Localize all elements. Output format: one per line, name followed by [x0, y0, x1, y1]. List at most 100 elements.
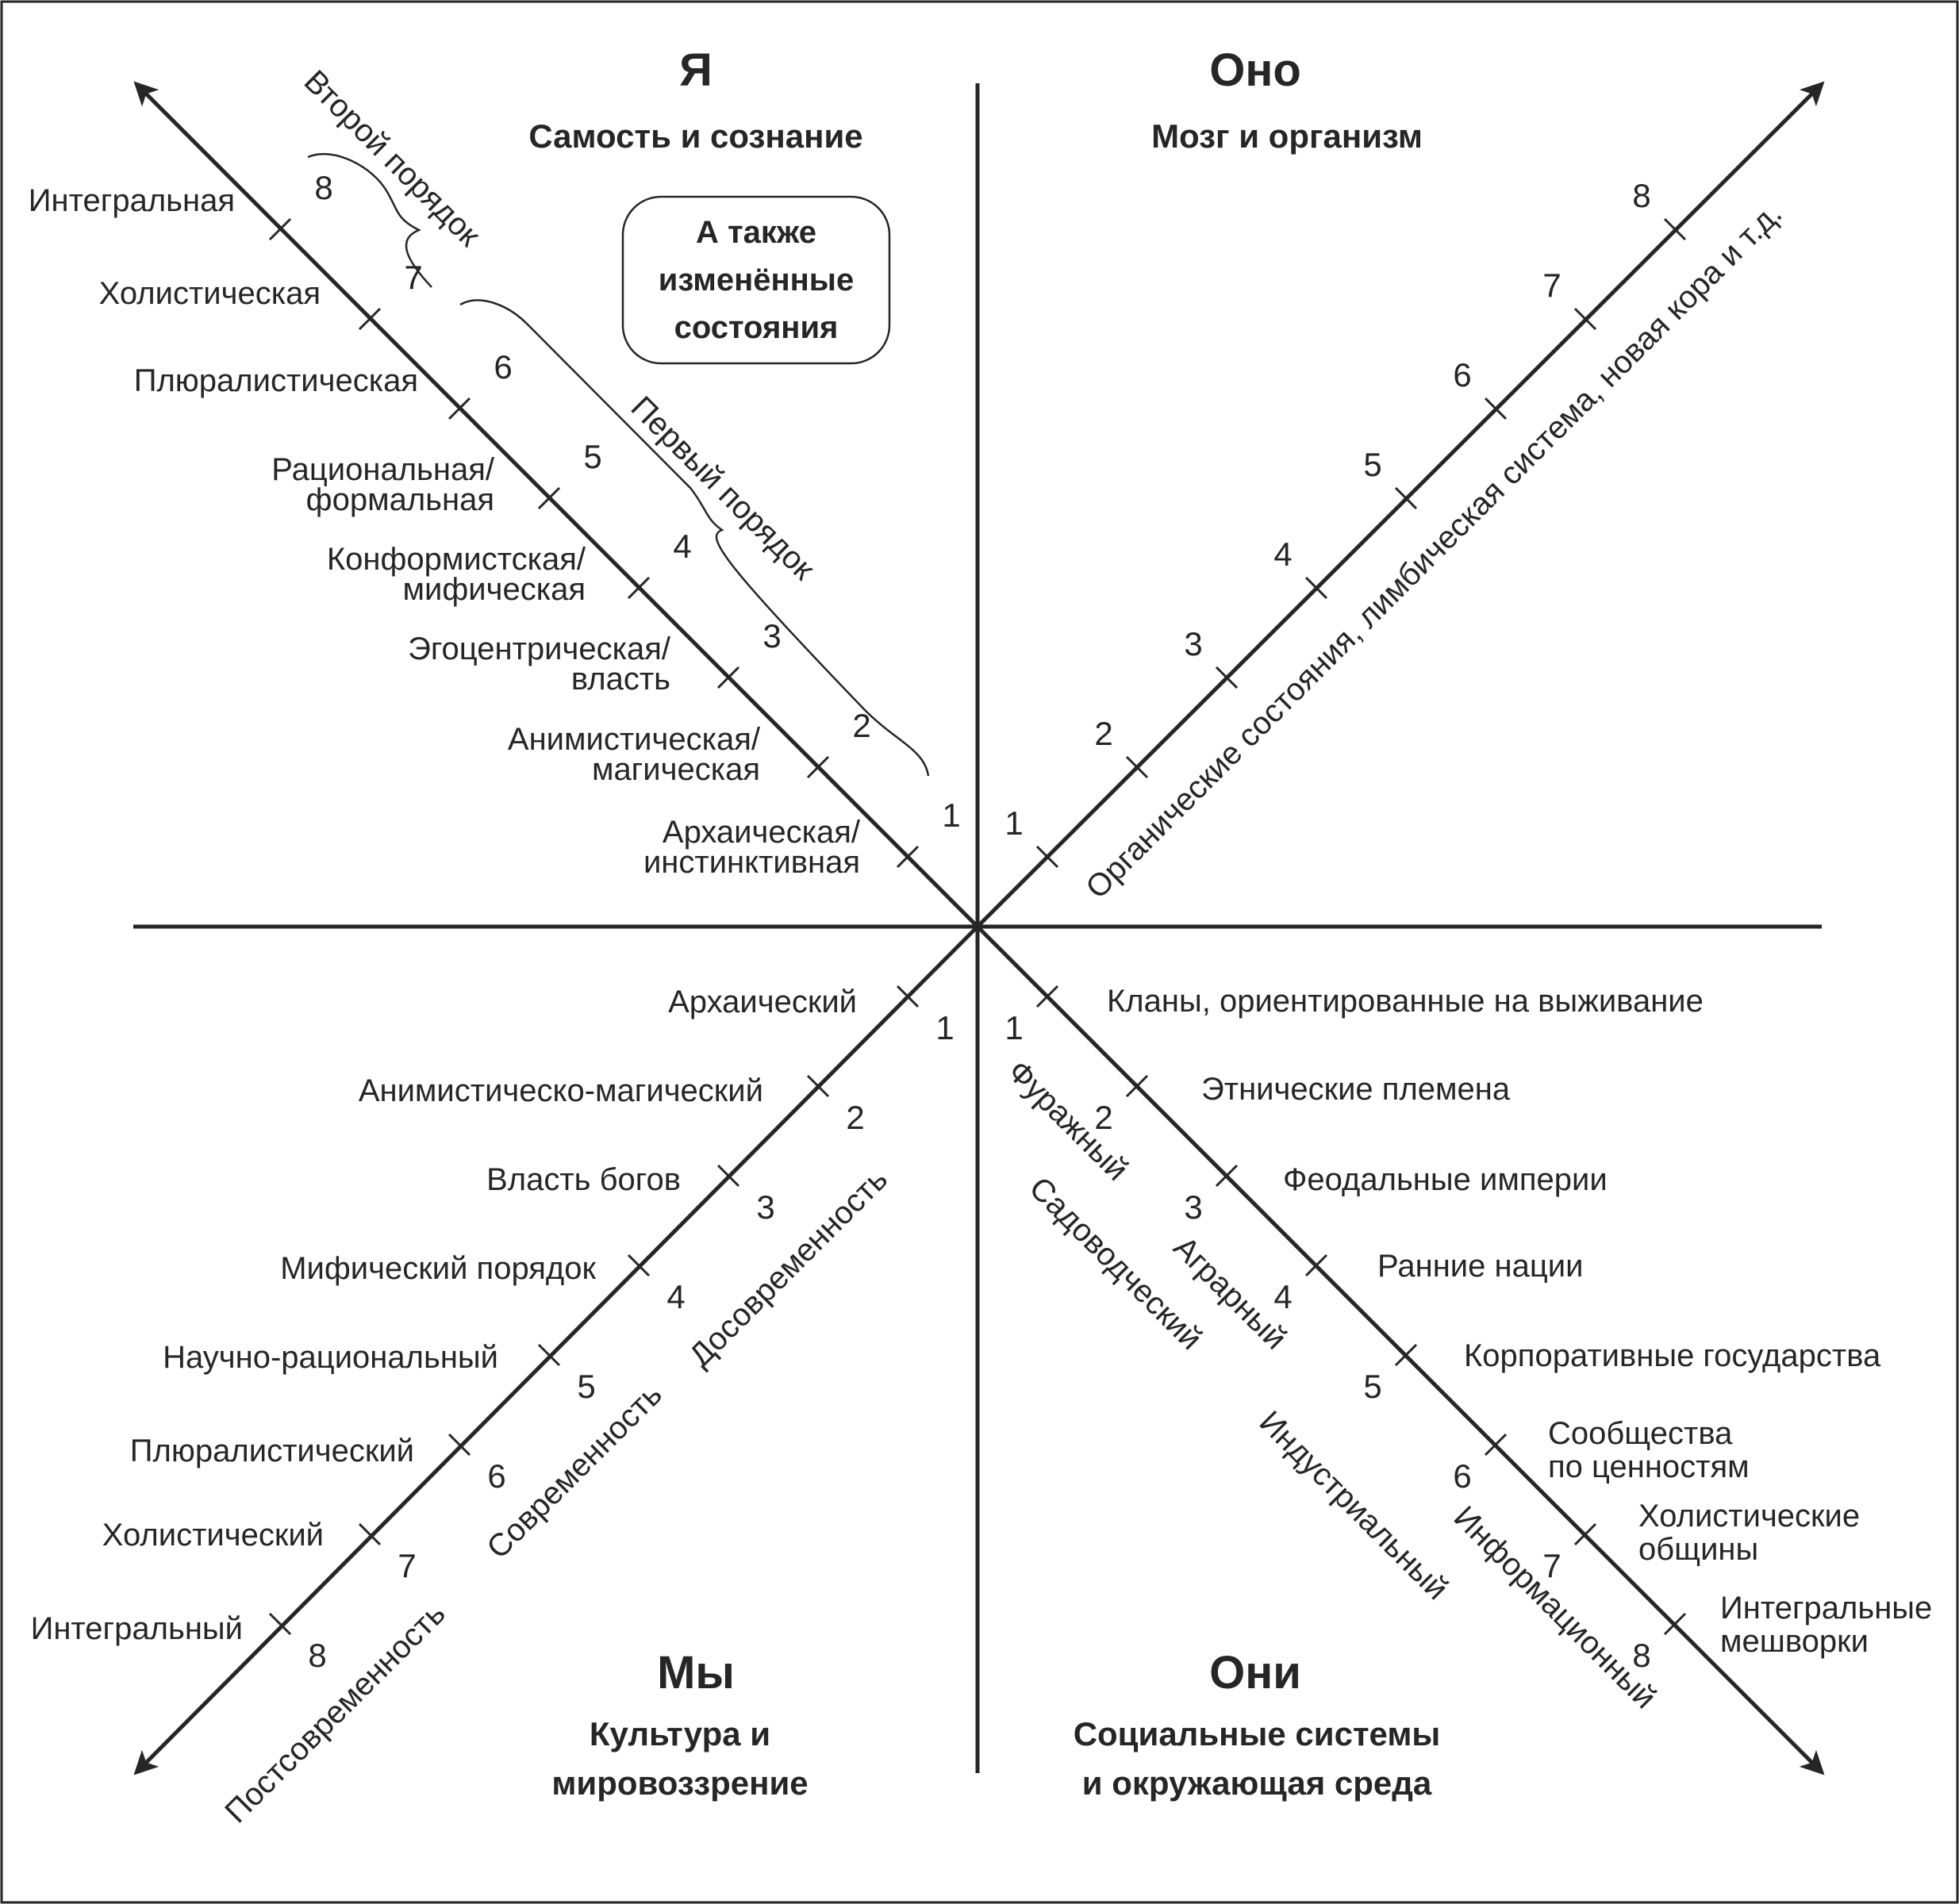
ll-level-label: Мифический порядок [280, 1251, 596, 1286]
lr-level-label: Кланы, ориентированные на выживание [1107, 984, 1704, 1019]
ll-level-number: 6 [487, 1457, 505, 1495]
lr-level-number: 1 [1004, 1009, 1023, 1046]
ul-tick [806, 755, 830, 779]
ul-level-label: формальная [306, 482, 494, 517]
ll-level-label: Анимистическо-магический [359, 1073, 763, 1108]
ll-level-label: Плюралистический [130, 1434, 414, 1468]
ul-level-label: Архаическая/ [663, 815, 861, 850]
ur-tick [1484, 397, 1508, 420]
ur-level-number: 3 [1184, 625, 1202, 662]
lr-tick [1304, 1253, 1328, 1277]
ur-level-number: 4 [1273, 536, 1292, 573]
ll-level-label: Архаический [668, 985, 857, 1019]
lr-level-number: 6 [1453, 1457, 1471, 1495]
ul-level-label: Рациональная/ [271, 452, 495, 487]
lr-tick [1573, 1522, 1597, 1546]
ul-level-number: 2 [852, 707, 870, 744]
ul-level-number: 5 [583, 438, 601, 475]
ul-level-number: 7 [404, 259, 422, 296]
ll-tick [537, 1343, 561, 1367]
quadrant-title-lower-left: Мы [657, 1647, 735, 1699]
ul-level-label: Эгоцентрическая/ [408, 631, 671, 666]
ul-level-label: Анимистическая/ [508, 722, 761, 757]
axis-ticks [268, 217, 1687, 1636]
quadrant-subtitle-lower-left-2: мировоззрение [551, 1764, 808, 1802]
ur-level-number: 2 [1094, 715, 1112, 752]
ul-tick [627, 576, 651, 600]
lr-level-number: 2 [1094, 1099, 1112, 1136]
quadrant-subtitle-upper-right: Мозг и организм [1151, 117, 1423, 155]
first-tier-bracket [459, 299, 930, 777]
ll-tick [268, 1612, 292, 1636]
lr-level-number: 7 [1542, 1547, 1561, 1584]
ll-level-label: Научно-рациональный [163, 1340, 498, 1375]
lr-level-label: Феодальные империи [1283, 1162, 1608, 1197]
ur-level-number: 5 [1363, 446, 1381, 483]
states-note-line-2: изменённые [659, 263, 854, 298]
ur-tick [1663, 217, 1687, 241]
ll-tick [627, 1253, 651, 1277]
second-tier-bracket [307, 152, 432, 288]
ul-tick [268, 217, 292, 241]
quadrant-subtitle-lower-right-2: и окружающая среда [1082, 1764, 1432, 1802]
quadrant-subtitle-upper-left: Самость и сознание [528, 117, 862, 155]
quadrant-subtitle-lower-left: Культура и [590, 1715, 770, 1752]
lr-level-label: Холистические [1638, 1499, 1860, 1534]
ul-tick [358, 307, 382, 331]
lower-left-level-labels: Архаический Анимистическо-магический Вла… [31, 985, 857, 1646]
ll-level-number: 2 [846, 1099, 864, 1136]
ul-level-label: Конформистская/ [327, 542, 586, 577]
lr-level-number: 8 [1632, 1637, 1650, 1674]
lr-level-label: Этнические племена [1201, 1072, 1511, 1107]
era-label-postmodern: Постсовременность [218, 1596, 452, 1830]
ul-tick [896, 845, 920, 869]
lr-tick [1035, 985, 1059, 1008]
economy-label-foraging: Фуражный [1001, 1054, 1135, 1188]
ur-level-number: 1 [1004, 804, 1023, 842]
ll-level-number: 7 [398, 1547, 416, 1584]
upper-left-level-labels: Архаическая/ инстинктивная Анимистическа… [29, 183, 861, 880]
era-label-modern: Современность [480, 1377, 669, 1566]
ul-level-number: 4 [673, 528, 691, 565]
lr-level-label: Ранние нации [1377, 1249, 1583, 1284]
ul-level-label: Плюралистическая [134, 363, 418, 398]
ll-tick [806, 1074, 830, 1098]
ll-level-number: 8 [308, 1637, 326, 1674]
lr-tick [1215, 1164, 1239, 1188]
ul-level-label: инстинктивная [643, 845, 860, 880]
ul-tick [537, 486, 561, 510]
ul-level-label: власть [571, 662, 670, 697]
lower-right-axis [976, 925, 1825, 1775]
ur-tick [1215, 666, 1239, 689]
ll-level-label: Интегральный [31, 1611, 243, 1646]
second-tier-label: Второй порядок [298, 63, 487, 253]
ll-tick [358, 1522, 382, 1546]
economy-label-informational: Информационный [1447, 1499, 1663, 1715]
states-note-box [621, 195, 891, 365]
lower-left-axis [133, 925, 979, 1775]
ur-tick [1035, 845, 1059, 869]
ur-tick [1304, 576, 1328, 600]
lr-level-label: Корпоративные государства [1464, 1338, 1881, 1373]
states-note-line-1: А также [696, 215, 816, 250]
lr-level-number: 5 [1363, 1368, 1381, 1405]
upper-right-axis [976, 81, 1825, 928]
quadrant-title-upper-left: Я [679, 44, 713, 96]
lower-right-level-labels: Кланы, ориентированные на выживание Этни… [1107, 984, 1932, 1659]
ll-level-number: 3 [756, 1188, 774, 1226]
ul-level-label: мифическая [403, 572, 586, 607]
lr-tick [1394, 1343, 1418, 1367]
lr-tick [1125, 1074, 1149, 1098]
ll-level-number: 1 [935, 1009, 954, 1046]
ll-level-number: 5 [577, 1368, 595, 1405]
ll-tick [447, 1433, 471, 1457]
ur-tick [1394, 486, 1418, 510]
lr-level-label: мешворки [1720, 1624, 1869, 1659]
ul-tick [716, 666, 740, 689]
ur-level-number: 8 [1632, 177, 1650, 214]
ul-tick [447, 397, 471, 420]
quadrant-subtitle-lower-right: Социальные системы [1074, 1715, 1441, 1752]
